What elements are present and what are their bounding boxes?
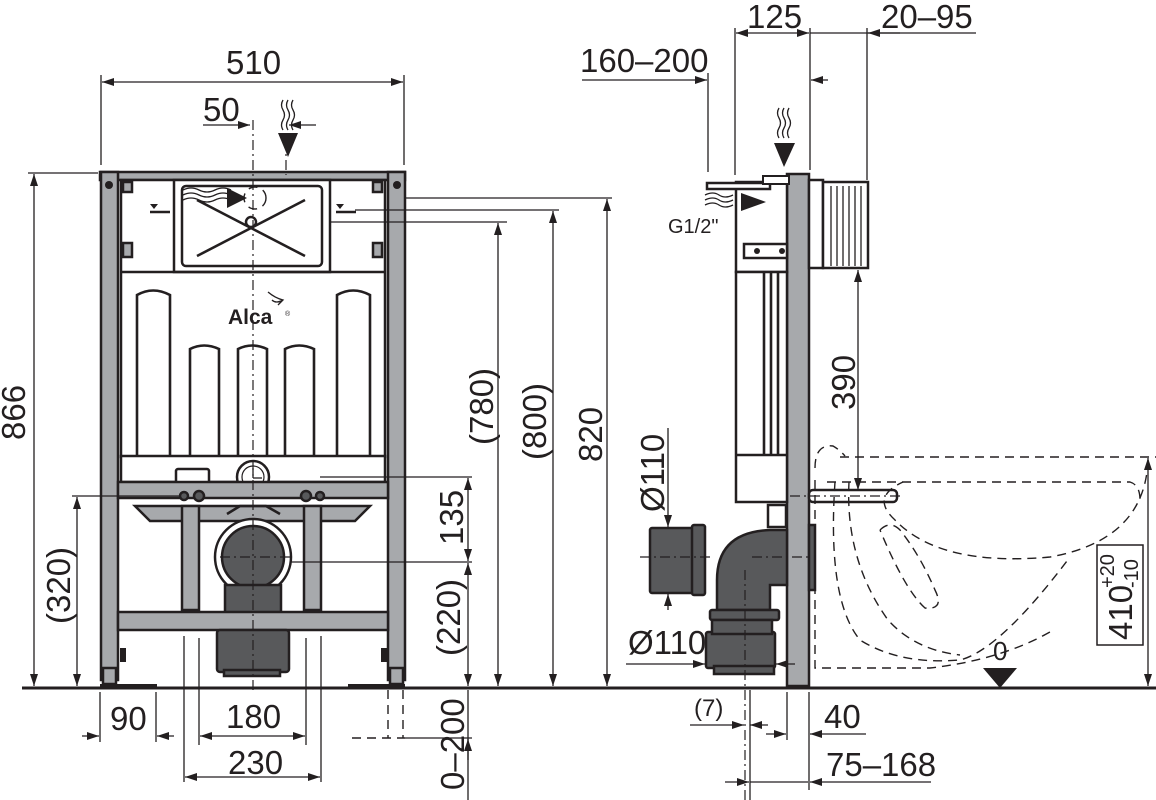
svg-text:160–200: 160–200 [580, 42, 708, 79]
dim-20-95: 20–95 [810, 0, 976, 180]
dim-75-168: 75–168 [725, 746, 936, 786]
dim-866: 866 [0, 172, 98, 686]
front-view: Alca ® [0, 44, 612, 800]
side-frame-post [785, 172, 811, 688]
svg-text:125: 125 [747, 0, 802, 35]
svg-text:50: 50 [203, 91, 240, 128]
dim-40: 40 [766, 692, 866, 790]
dim-180: 180 [198, 638, 307, 745]
water-inlet-wave-icon [182, 187, 247, 208]
dim-50: 50 [203, 91, 316, 157]
dim-dia-110-lower: Ø110 [626, 624, 795, 668]
dim-220: (220) [430, 563, 472, 686]
svg-text:230: 230 [228, 744, 283, 781]
flow-direction-arrow-icon [774, 107, 795, 167]
svg-text:390: 390 [825, 355, 862, 410]
alca-bird-logo-icon [267, 291, 285, 306]
dim-320: (320) [40, 495, 180, 686]
svg-text:(780): (780) [463, 368, 500, 445]
dim-230: 230 [183, 636, 322, 782]
svg-text:(220): (220) [430, 579, 467, 656]
frame-right-upright [386, 170, 407, 682]
dim-390: 390 [825, 270, 862, 490]
flow-direction-arrow-icon [278, 99, 298, 157]
svg-text:866: 866 [0, 385, 32, 440]
svg-text:0: 0 [993, 636, 1007, 666]
svg-text:G1/2": G1/2" [668, 216, 718, 238]
dim-135: 135 [290, 476, 472, 563]
water-level-marker-icon [150, 204, 356, 214]
svg-text:135: 135 [433, 490, 470, 545]
dim-dia-110-upper: Ø110 [634, 428, 672, 610]
svg-text:+20: +20 [1097, 554, 1119, 588]
svg-text:(320): (320) [40, 547, 77, 624]
dim-410: 410 +20 -10 [1096, 458, 1152, 686]
dim-510: 510 [100, 44, 405, 165]
svg-text:0–200: 0–200 [434, 698, 471, 790]
dim-7: (7) [690, 690, 768, 800]
svg-text:Ø110: Ø110 [634, 434, 671, 512]
alca-logo: Alca ® [228, 291, 291, 329]
dim-125: 125 [734, 0, 811, 175]
svg-text:(7): (7) [694, 695, 723, 722]
svg-text:40: 40 [824, 698, 861, 735]
wc-bowl-outline [814, 445, 1156, 669]
dim-0-200: 0–200 [352, 690, 472, 800]
svg-text:20–95: 20–95 [881, 0, 973, 35]
water-inlet-wave-icon [704, 192, 766, 211]
side-view: G1/2" [580, 0, 1156, 800]
svg-text:75–168: 75–168 [826, 746, 936, 783]
dim-800: (800) [355, 209, 559, 686]
svg-text:(800): (800) [516, 383, 553, 460]
svg-text:90: 90 [110, 700, 147, 737]
dim-160-200: 160–200 [580, 42, 828, 172]
svg-text:Alca: Alca [228, 306, 273, 329]
svg-text:Ø110: Ø110 [628, 624, 706, 661]
svg-text:-10: -10 [1121, 559, 1143, 588]
dim-780: (780) [330, 221, 507, 686]
svg-text:510: 510 [226, 44, 281, 81]
svg-text:820: 820 [572, 407, 609, 462]
svg-text:®: ® [285, 310, 291, 318]
frame-left-upright [99, 170, 120, 682]
svg-text:410: 410 [1102, 585, 1139, 640]
floor-level-marker-icon: 0 [983, 636, 1017, 688]
dim-820: 820 [405, 197, 612, 686]
svg-text:180: 180 [226, 698, 281, 735]
dim-90: 90 [82, 692, 174, 742]
